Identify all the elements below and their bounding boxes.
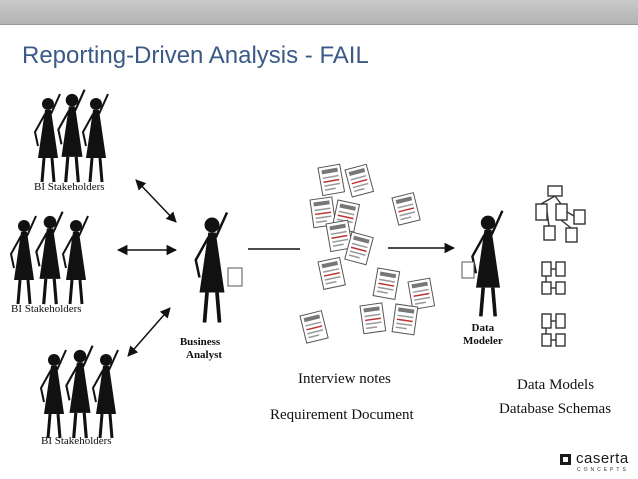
business-analyst-label-line1: Business (179, 336, 221, 348)
stakeholders-label-2: BI Stakeholders (11, 303, 82, 315)
database-schemas-label: Database Schemas (499, 401, 612, 417)
stakeholder-group-2-icon (9, 210, 90, 306)
business-analyst-label-line2: Analyst (186, 349, 223, 361)
data-models-schema-icon (535, 185, 586, 347)
caserta-logo-icon (560, 454, 571, 465)
business-analyst-label: Business Analyst (178, 336, 222, 362)
data-modeler-label: Data Modeler (463, 322, 503, 348)
data-modeler-label-line1: Data (471, 322, 495, 334)
data-models-label: Data Models (517, 377, 595, 393)
stakeholder-group-3-icon (39, 344, 120, 440)
logo-name: caserta (576, 450, 629, 467)
stakeholder-group-1-icon (33, 88, 110, 184)
slide-top-bar (0, 0, 638, 25)
logo-tagline: CONCEPTS (577, 467, 629, 473)
arrow-stakeholders-1-analyst (135, 179, 177, 223)
requirement-document-label: Requirement Document (270, 407, 414, 423)
interview-notes-label: Interview notes (298, 371, 391, 387)
stakeholders-label-3: BI Stakeholders (41, 435, 112, 447)
interview-notes-documents-icon (299, 163, 436, 344)
arrow-stakeholders-3-analyst (127, 307, 171, 357)
business-analyst-figure-icon (193, 210, 243, 325)
stakeholders-label-1: BI Stakeholders (34, 181, 105, 193)
slide-title: Reporting-Driven Analysis - FAIL (22, 42, 369, 69)
data-modeler-figure-icon (461, 209, 505, 319)
data-modeler-label-line2: Modeler (463, 335, 503, 347)
